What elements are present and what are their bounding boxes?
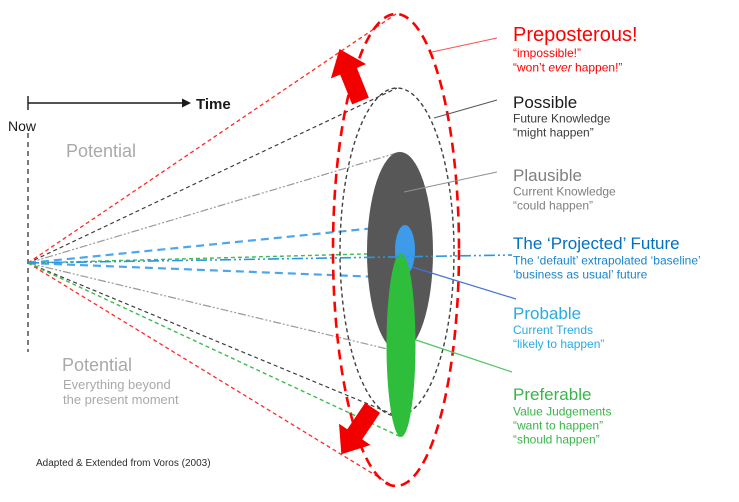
potential-lower-block: Potential Everything beyond the present … xyxy=(62,355,179,407)
plausible-title: Plausible xyxy=(513,166,582,185)
possible-leader-line xyxy=(433,99,498,119)
projected-future-annotation: The ‘Projected’ Future The ‘default’ ext… xyxy=(513,234,701,282)
credit-text: Adapted & Extended from Voros (2003) xyxy=(36,458,211,469)
probable-lower-boundary-line xyxy=(27,261,406,280)
preposterous-leader-line xyxy=(431,37,498,53)
preposterous-sub2: “won’t ever happen!” xyxy=(513,61,622,75)
possible-annotation: Possible Future Knowledge “might happen” xyxy=(513,93,611,140)
time-label: Time xyxy=(196,96,231,113)
probable-upper-boundary-line xyxy=(27,223,406,265)
projected-future-line xyxy=(27,254,513,264)
time-axis xyxy=(27,96,191,110)
preposterous-lower-boundary-line xyxy=(27,262,394,487)
projected-sub2: ‘business as usual’ future xyxy=(513,268,648,282)
plausible-sub1: Current Knowledge xyxy=(513,185,616,199)
preferable-title: Preferable xyxy=(513,385,591,404)
probable-sub1: Current Trends xyxy=(513,323,593,337)
plausible-leader-line xyxy=(403,171,498,193)
preferable-leader-line xyxy=(415,339,513,373)
preferable-sub1: Value Judgements xyxy=(513,405,612,419)
plausible-upper-boundary-line xyxy=(27,151,401,264)
possible-sub2: “might happen” xyxy=(513,126,594,140)
probable-leader-line xyxy=(411,266,517,300)
preposterous-title: Preposterous! xyxy=(513,24,638,46)
possible-lower-boundary-line xyxy=(27,262,398,417)
possible-sub1: Future Knowledge xyxy=(513,112,611,126)
possible-title: Possible xyxy=(513,93,577,112)
probable-sub2: “likely to happen” xyxy=(513,337,604,351)
preposterous-ellipse xyxy=(331,12,461,488)
preferable-ellipse xyxy=(386,253,416,437)
expansion-arrow-up-icon xyxy=(330,49,369,105)
time-axis-arrowhead-icon xyxy=(182,98,191,108)
preferable-sub3: “should happen” xyxy=(513,433,600,447)
plausible-lower-boundary-line xyxy=(27,262,401,353)
probable-title: Probable xyxy=(513,304,581,323)
plausible-annotation: Plausible Current Knowledge “could happe… xyxy=(513,166,616,213)
expansion-arrow-down-icon xyxy=(339,402,381,455)
now-label: Now xyxy=(8,118,37,134)
leader-lines xyxy=(403,37,517,373)
preferable-lower-boundary-line xyxy=(27,262,402,438)
possible-upper-boundary-line xyxy=(27,87,398,264)
preposterous-sub1: “impossible!” xyxy=(513,46,581,60)
preferable-upper-boundary-line xyxy=(27,252,402,264)
potential-lower-sub1: Everything beyond xyxy=(63,377,171,392)
probable-annotation: Probable Current Trends “likely to happe… xyxy=(513,304,604,351)
cone-fan-lines xyxy=(27,13,406,487)
preferable-sub2: “want to happen” xyxy=(513,419,603,433)
potential-lower-label: Potential xyxy=(62,355,132,375)
projected-title: The ‘Projected’ Future xyxy=(513,234,680,253)
plausible-sub2: “could happen” xyxy=(513,199,593,213)
preferable-annotation: Preferable Value Judgements “want to hap… xyxy=(513,385,612,447)
projected-sub1: The ‘default’ extrapolated ‘baseline’ xyxy=(513,254,701,268)
potential-lower-sub2: the present moment xyxy=(63,392,179,407)
potential-upper-label: Potential xyxy=(66,141,136,161)
preposterous-annotation: Preposterous! “impossible!” “won’t ever … xyxy=(513,24,638,75)
